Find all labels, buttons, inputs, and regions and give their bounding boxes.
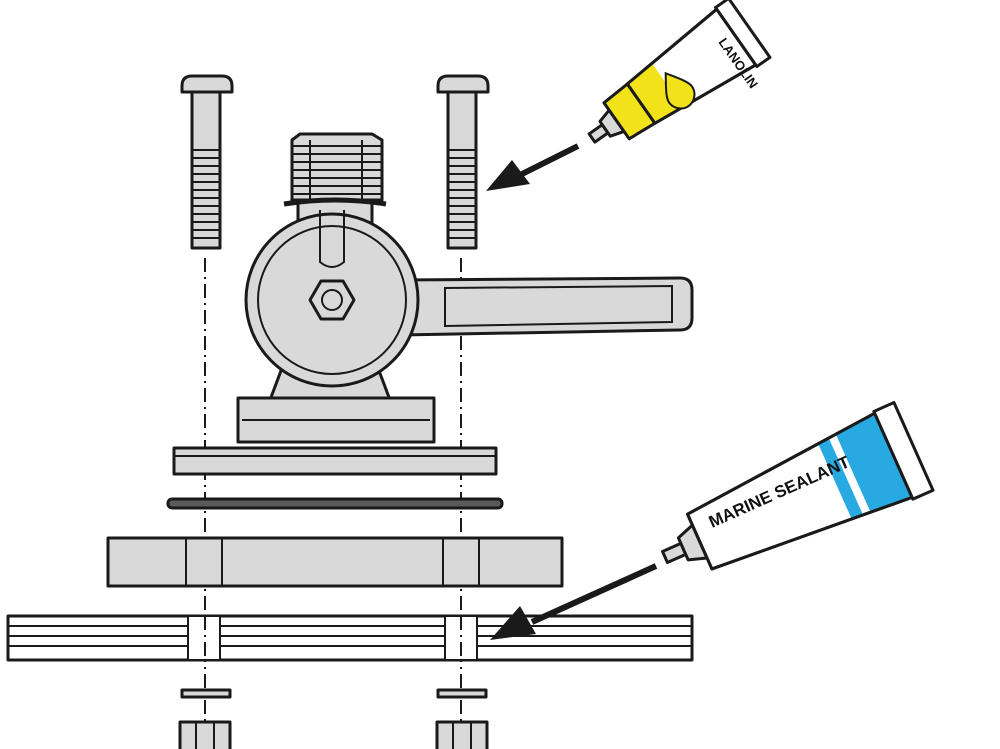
gasket — [166, 497, 504, 510]
left-bolt — [180, 74, 234, 250]
lanolin-arrow — [486, 143, 580, 191]
left-nut — [178, 720, 232, 749]
right-bolt — [436, 74, 490, 250]
right-washer — [436, 688, 488, 699]
lever-arm — [398, 276, 694, 337]
threaded-collar — [290, 132, 384, 202]
pivot-hex-nut — [308, 279, 356, 321]
spacer-block — [106, 536, 564, 588]
left-washer — [180, 688, 232, 699]
marine-sealant-tube — [661, 401, 935, 571]
sealant-arrow — [490, 563, 658, 640]
lanolin-tube — [587, 0, 772, 144]
droplet-icon — [664, 71, 696, 110]
mount-body — [244, 132, 694, 402]
base-flange — [172, 446, 498, 476]
deck-plate — [6, 614, 694, 662]
right-nut — [435, 720, 489, 749]
mount-base — [172, 396, 498, 476]
